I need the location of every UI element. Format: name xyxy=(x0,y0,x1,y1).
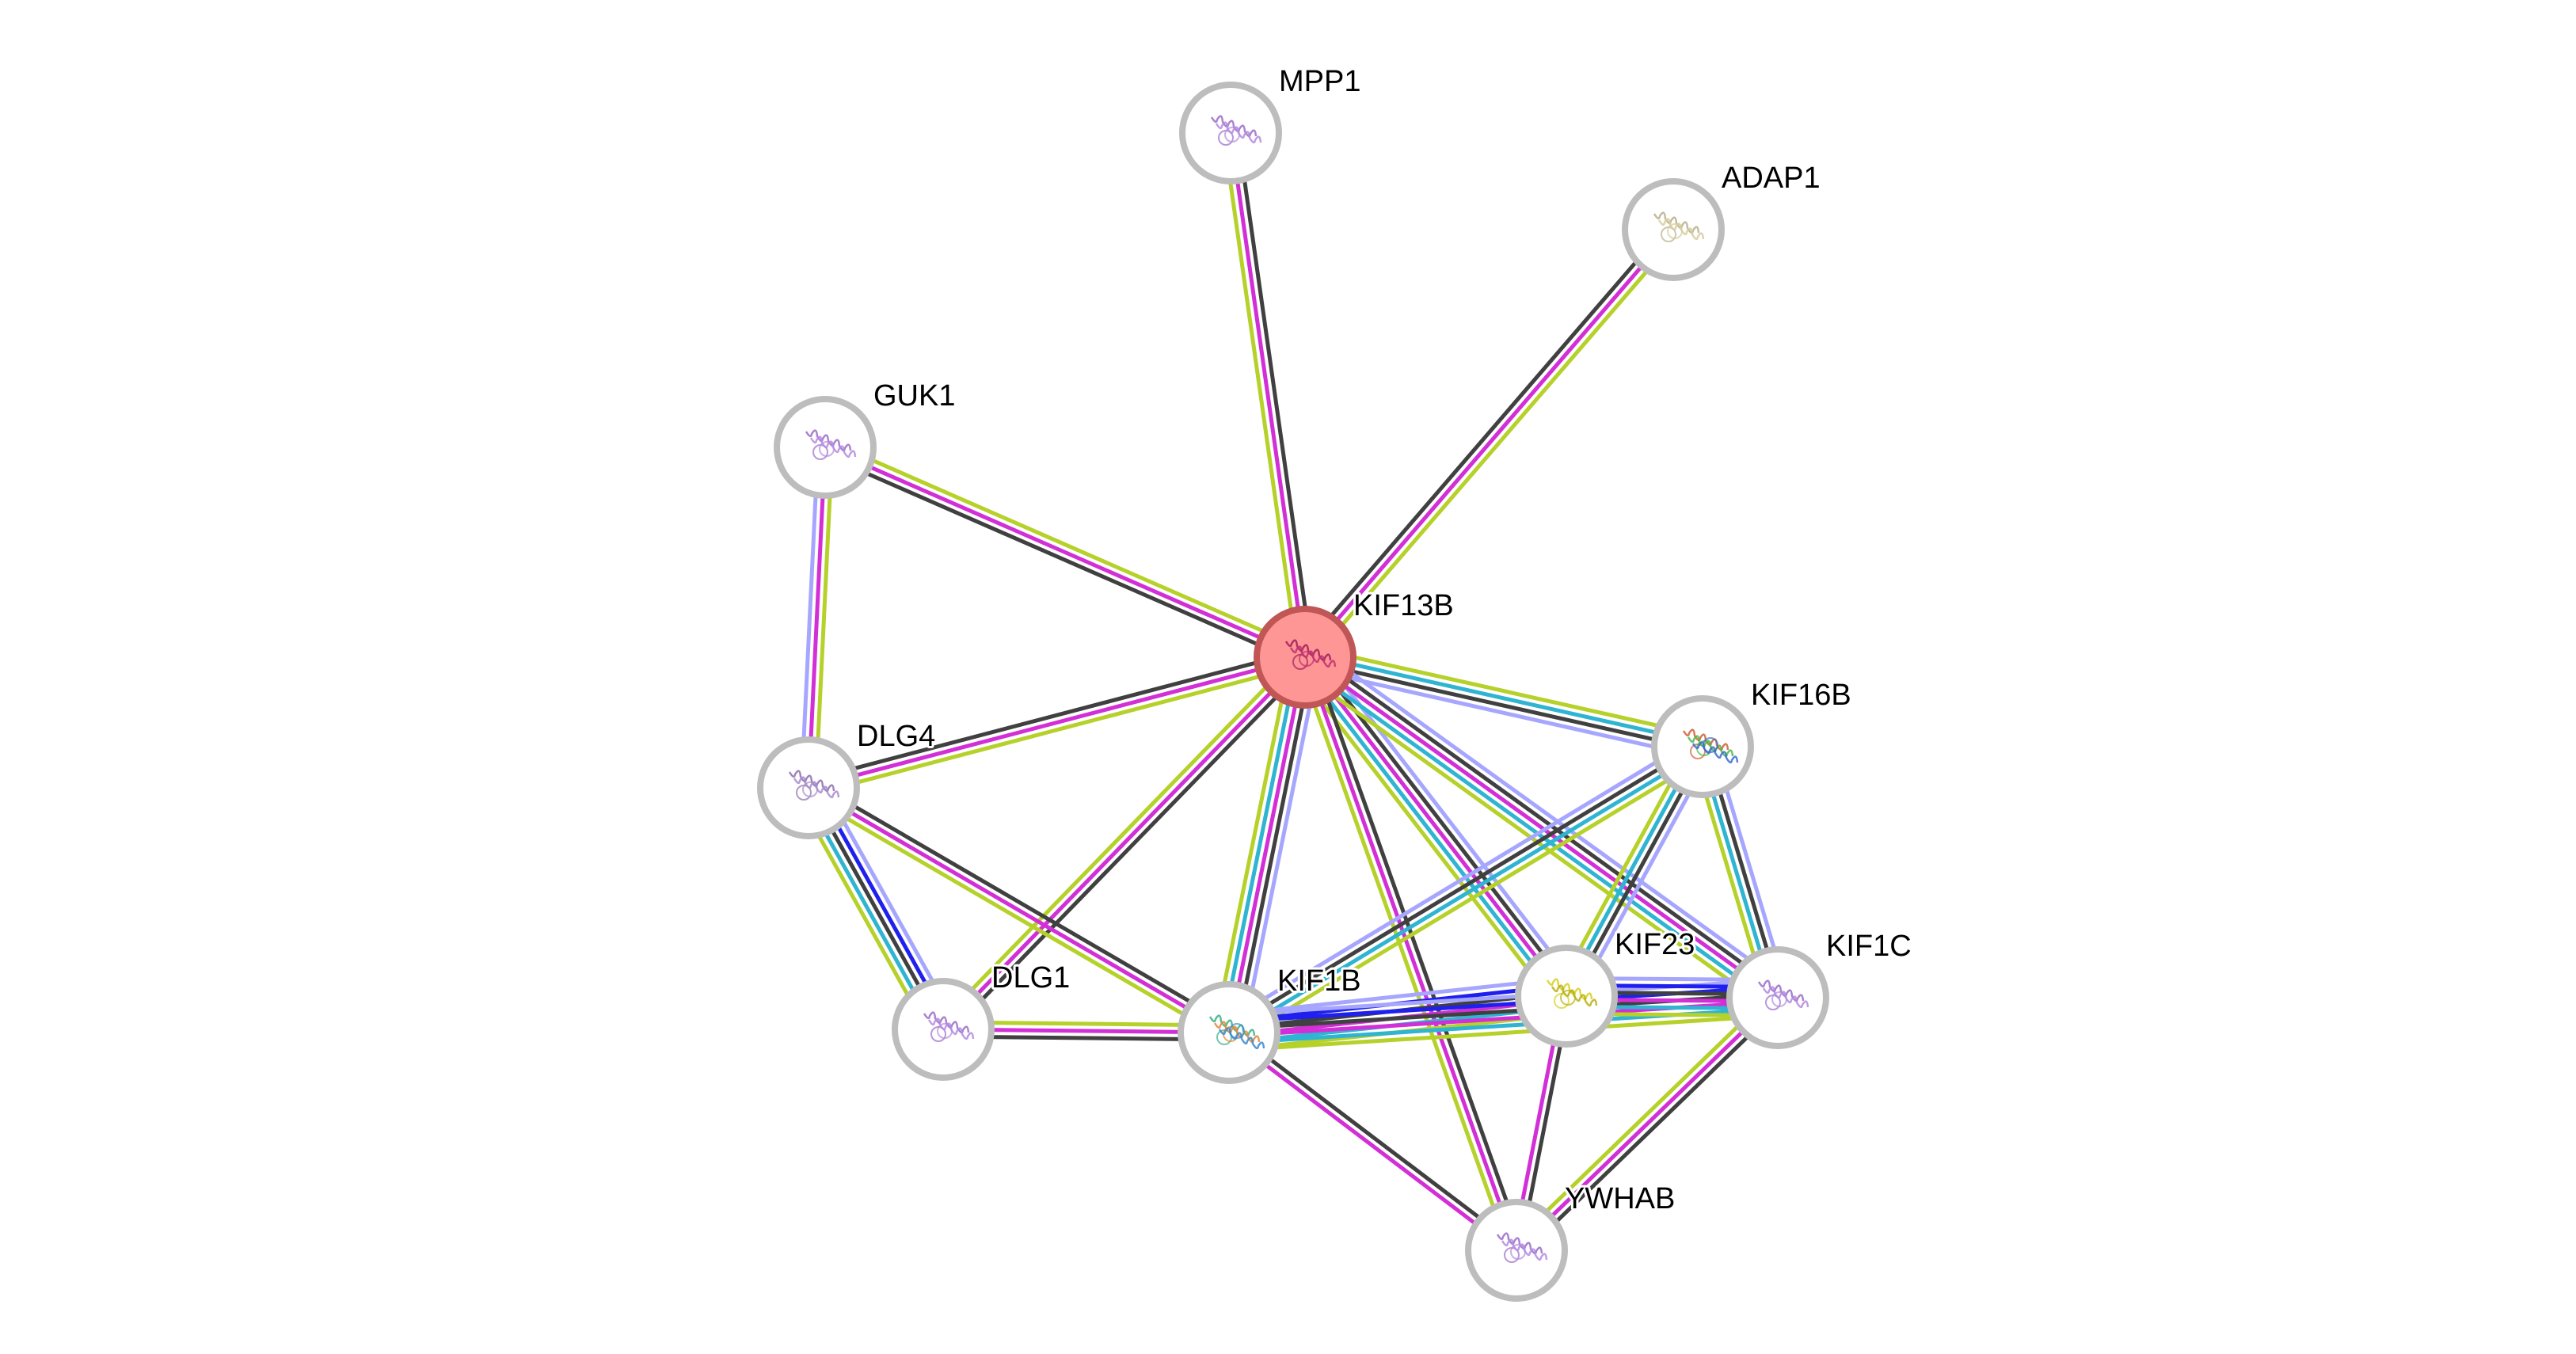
edge-evidence-textmining xyxy=(1308,233,1680,664)
edge-kif1c-ywhab[interactable] xyxy=(1510,991,1784,1257)
edge-evidence-textmining xyxy=(809,662,1307,797)
protein-structure-icon xyxy=(1208,1014,1265,1050)
node-dlg1[interactable]: DLG1 xyxy=(892,959,1072,1081)
edge-evidence-coexpression xyxy=(1307,649,1783,994)
edge-evidence-textmining xyxy=(813,447,835,789)
edge-evidence-databases xyxy=(1230,747,1706,1037)
edge-evidence-experiments xyxy=(1515,996,1779,1252)
edge-evidence-textmining xyxy=(1233,754,1710,1044)
protein-structure-icon xyxy=(1284,639,1337,670)
protein-structure-icon xyxy=(923,1011,975,1042)
edge-evidence-textmining xyxy=(827,439,1309,653)
protein-structure-icon xyxy=(1496,1232,1548,1263)
edge-evidence-coexpression xyxy=(1298,223,1670,654)
edge-kif1b-ywhab[interactable] xyxy=(1225,1028,1520,1255)
node-label: KIF16B xyxy=(1751,679,1851,712)
edge-evidence-coexpression xyxy=(1303,658,1703,752)
edge-kif13b-kif16b[interactable] xyxy=(1302,645,1706,759)
protein-structure-icon xyxy=(805,429,857,460)
edge-evidence-coexpression xyxy=(1230,1028,1520,1249)
edge-kif13b-guk1[interactable] xyxy=(821,439,1309,666)
edge-evidence-coexpression xyxy=(946,660,1312,1036)
edge-evidence-homology xyxy=(1302,665,1701,759)
edge-evidence-coexpression xyxy=(1234,658,1315,1035)
protein-structure-icon xyxy=(1653,211,1705,242)
edge-evidence-databases xyxy=(1220,655,1300,1032)
edge-evidence-experiments xyxy=(1303,228,1675,659)
edge-evidence-experiments xyxy=(1303,656,1519,1251)
node-kif16b[interactable]: KIF16B xyxy=(1651,676,1854,798)
edge-evidence-homology xyxy=(799,447,820,788)
edge-evidence-experiments xyxy=(1303,656,1568,998)
edge-evidence-textmining xyxy=(1212,653,1293,1030)
edge-evidence-experiments xyxy=(806,447,828,789)
edge-kif13b-dlg4[interactable] xyxy=(806,648,1307,797)
node-label: ADAP1 xyxy=(1722,162,1821,195)
node-ywhab[interactable]: YWHAB xyxy=(1465,1180,1677,1302)
edge-evidence-homology xyxy=(1312,644,1787,988)
node-label: MPP1 xyxy=(1279,65,1360,98)
edge-evidence-homology xyxy=(1222,736,1699,1025)
node-kif1c[interactable]: KIF1C xyxy=(1726,927,1914,1049)
edge-kif13b-adap1[interactable] xyxy=(1298,223,1680,664)
protein-structure-icon xyxy=(1546,978,1598,1009)
edge-evidence-coexpression xyxy=(1310,654,1525,1249)
edge-evidence-textmining xyxy=(1510,991,1775,1247)
node-kif1b[interactable]: KIF1B xyxy=(1178,962,1364,1084)
edge-evidence-homology xyxy=(1241,660,1322,1036)
protein-structure-icon xyxy=(1757,979,1809,1010)
edge-evidence-databases xyxy=(1297,660,1562,1002)
edge-kif13b-kif23[interactable] xyxy=(1292,647,1580,1006)
edge-evidence-textmining xyxy=(1307,645,1706,739)
node-label: GUK1 xyxy=(873,379,955,413)
node-guk1[interactable]: GUK1 xyxy=(774,377,957,499)
edge-evidence-coexpression xyxy=(806,648,1304,783)
edge-evidence-textmining xyxy=(936,650,1302,1026)
node-kif13b[interactable]: KIF13B xyxy=(1254,587,1456,709)
edge-evidence-experiments xyxy=(824,445,1307,660)
edges-layer xyxy=(794,131,1790,1257)
node-mpp1[interactable]: MPP1 xyxy=(1179,63,1363,184)
edge-evidence-experiments xyxy=(1227,656,1307,1033)
edge-kif13b-kif1b[interactable] xyxy=(1212,653,1322,1036)
protein-structure-icon xyxy=(1682,728,1739,764)
edge-evidence-textmining xyxy=(804,792,1227,1040)
protein-structure-icon xyxy=(1210,115,1262,146)
edge-evidence-coexpression xyxy=(1226,742,1702,1032)
node-dlg4[interactable]: DLG4 xyxy=(757,717,938,839)
edge-dlg4-kif1b[interactable] xyxy=(804,780,1234,1040)
edge-kif13b-dlg1[interactable] xyxy=(936,650,1312,1036)
edge-evidence-textmining xyxy=(1296,659,1512,1253)
node-label: KIF1C xyxy=(1826,930,1912,963)
edge-evidence-experiments xyxy=(1225,1033,1516,1255)
node-label: DLG4 xyxy=(857,720,935,753)
edge-evidence-experiments xyxy=(1303,655,1779,1000)
node-label: KIF13B xyxy=(1353,589,1454,622)
node-label: YWHAB xyxy=(1565,1182,1675,1215)
edge-kif1b-kif16b[interactable] xyxy=(1222,736,1710,1044)
edge-evidence-experiments xyxy=(1228,132,1307,658)
edge-evidence-coexpression xyxy=(821,451,1303,666)
edge-evidence-textmining xyxy=(1230,1013,1779,1052)
edge-evidence-coexpression xyxy=(1520,1001,1784,1257)
node-label: KIF23 xyxy=(1615,928,1695,961)
edge-evidence-homology xyxy=(1227,976,1565,1017)
edge-evidence-coexpression xyxy=(1235,131,1315,657)
node-label: KIF1B xyxy=(1277,964,1361,998)
edge-guk1-dlg4[interactable] xyxy=(799,447,835,789)
edge-kif13b-ywhab[interactable] xyxy=(1296,654,1525,1253)
edge-evidence-databases xyxy=(1305,652,1704,746)
edge-evidence-experiments xyxy=(807,785,1231,1035)
node-kif23[interactable]: KIF23 xyxy=(1515,926,1697,1048)
node-adap1[interactable]: ADAP1 xyxy=(1622,159,1823,281)
edge-evidence-textmining xyxy=(1296,667,1771,1011)
edge-evidence-textmining xyxy=(1221,133,1300,659)
protein-structure-icon xyxy=(788,770,840,801)
edge-kif13b-mpp1[interactable] xyxy=(1221,131,1315,659)
edge-evidence-coexpression xyxy=(811,780,1234,1029)
edge-evidence-experiments xyxy=(808,655,1306,790)
edge-evidence-experiments xyxy=(942,656,1307,1031)
node-label: DLG1 xyxy=(991,961,1070,995)
